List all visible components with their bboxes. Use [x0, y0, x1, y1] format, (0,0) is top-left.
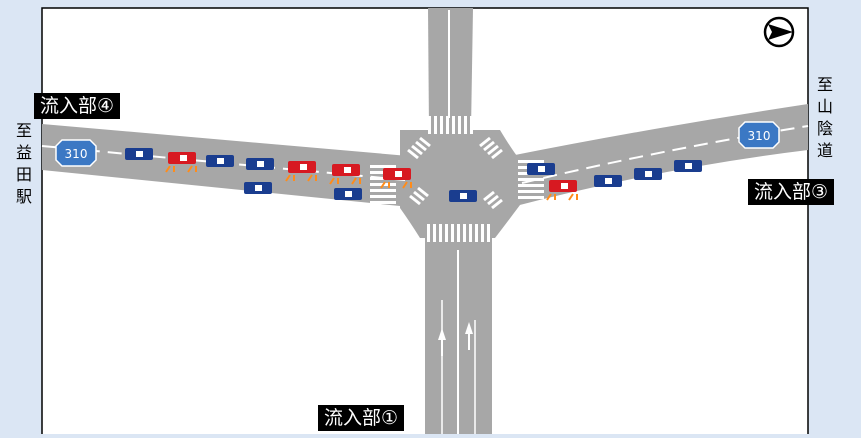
destination-right-char: 道: [816, 141, 833, 160]
inflow-label-1: 流入部①: [318, 405, 405, 431]
route-shield-east: 310: [738, 121, 780, 149]
destination-left-char: 至: [15, 121, 32, 140]
car-blue: [334, 188, 362, 200]
road-network: [41, 8, 809, 438]
car-blue: [634, 168, 662, 180]
car-blue: [125, 148, 153, 160]
inflow-label-4: 流入部④: [34, 93, 121, 119]
car-red: [546, 180, 578, 201]
car-blue: [527, 163, 555, 175]
route-number-west: 310: [65, 147, 88, 161]
car-red: [380, 168, 412, 189]
route-shield-west: 310: [55, 139, 97, 167]
destination-right-char: 陰: [816, 119, 833, 138]
car-blue: [449, 190, 477, 202]
inflow-label-3: 流入部③: [748, 179, 835, 205]
car-blue: [246, 158, 274, 170]
destination-right-char: 山: [816, 97, 833, 116]
destination-left-char: 駅: [15, 187, 32, 206]
route-number-east: 310: [748, 129, 771, 143]
car-blue: [674, 160, 702, 172]
destination-left-char: 益: [15, 143, 32, 162]
car-blue: [594, 175, 622, 187]
destination-right: 至 山 陰 道: [815, 74, 835, 162]
crosswalks: [370, 116, 544, 242]
car-blue: [244, 182, 272, 194]
car-red: [165, 152, 197, 173]
car-red: [329, 164, 361, 185]
destination-left-char: 田: [15, 165, 32, 184]
destination-right-char: 至: [816, 75, 833, 94]
car-blue: [206, 155, 234, 167]
destination-left: 至 益 田 駅: [14, 120, 34, 208]
north-arrow-icon: [763, 16, 795, 48]
vehicles: [125, 148, 702, 202]
car-red: [285, 161, 317, 182]
